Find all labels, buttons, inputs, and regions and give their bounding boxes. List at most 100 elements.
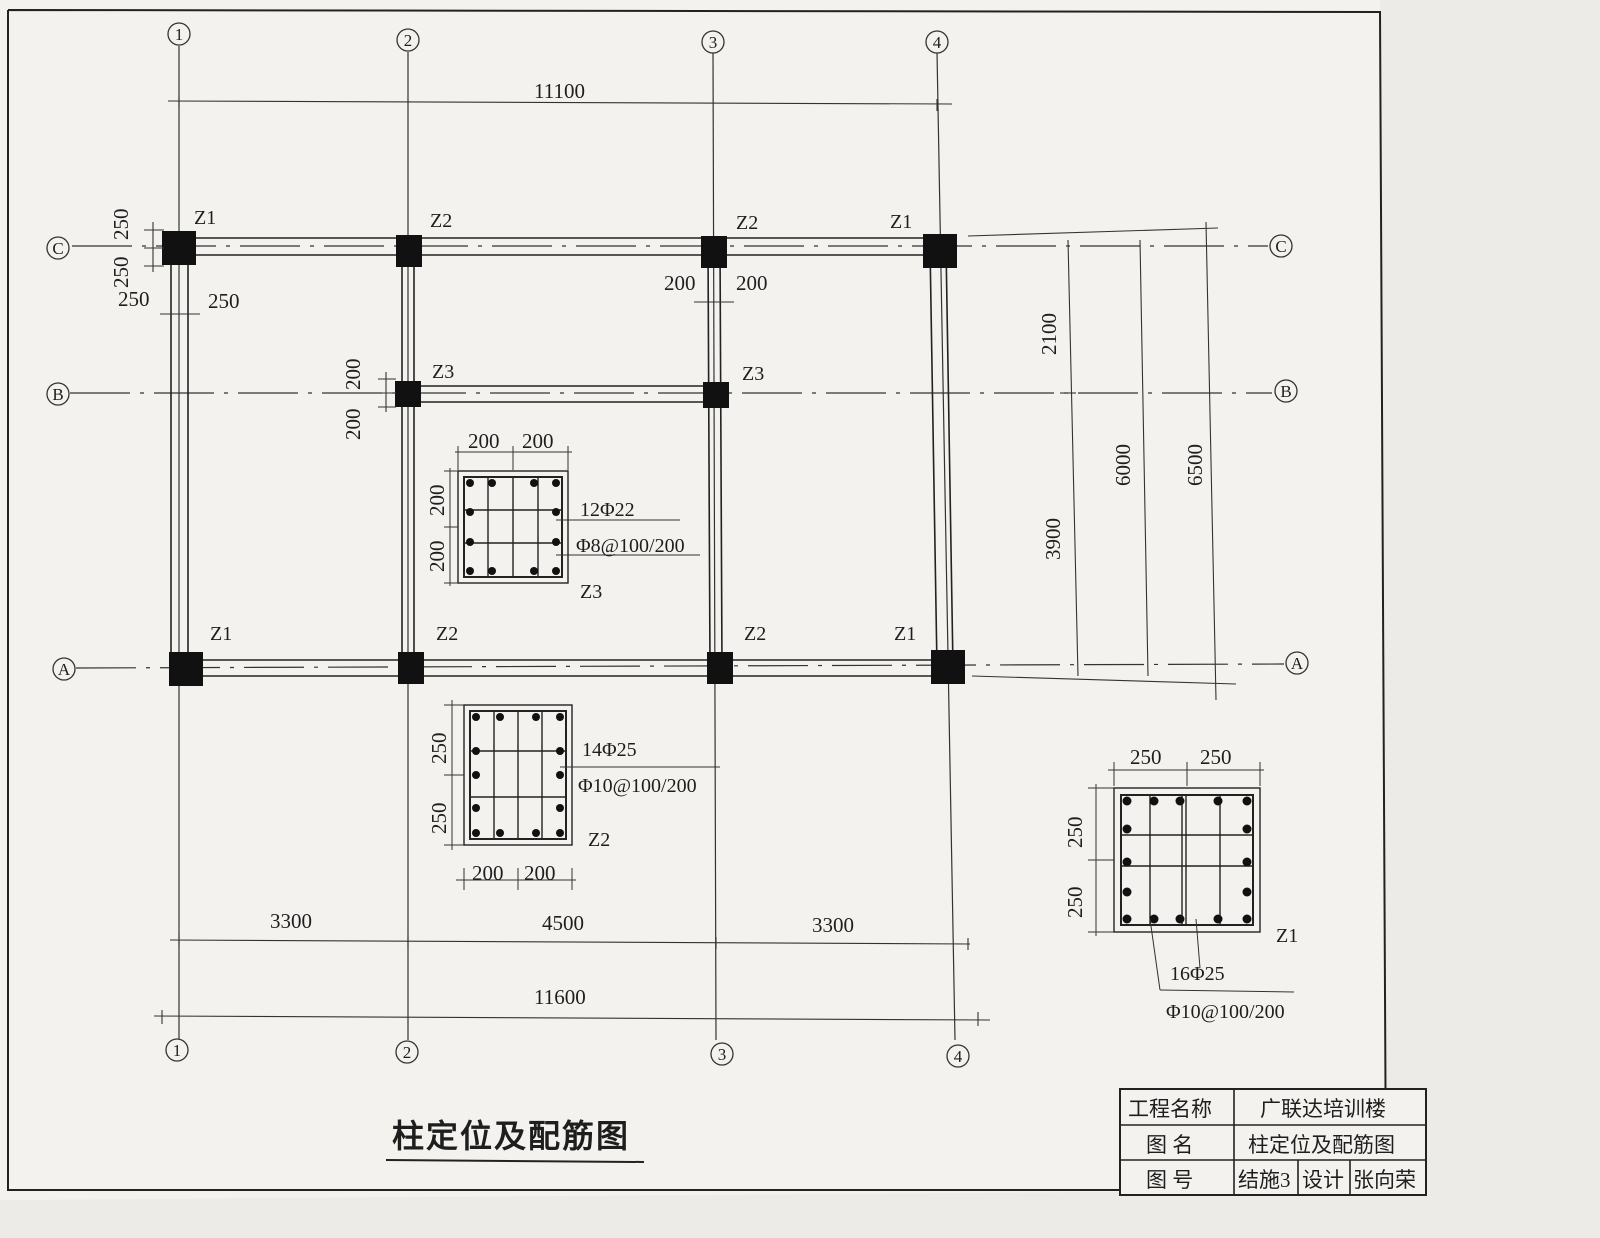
column-z1-a4 <box>931 650 965 684</box>
drawing-title: 柱定位及配筋图 <box>392 1118 630 1154</box>
z1-stirrup-spec: Φ10@100/200 <box>1166 1001 1285 1023</box>
axis-label-2-top: 2 <box>404 31 413 50</box>
z3-dim-side-2: 200 <box>425 541 449 573</box>
z2-dim-bottom-1: 200 <box>472 861 504 885</box>
column-z2-a2 <box>398 652 424 684</box>
dim-z1-offset-4: 250 <box>208 289 240 313</box>
axis-label-4-bottom: 4 <box>954 1047 963 1066</box>
z1-name: Z1 <box>1276 925 1298 947</box>
z3-stirrup-spec: Φ8@100/200 <box>576 535 685 557</box>
axis-label-c-right: C <box>1275 237 1286 256</box>
axis-label-b-right: B <box>1280 382 1291 401</box>
tb-drawing-name-value: 柱定位及配筋图 <box>1248 1133 1395 1157</box>
z3-bars <box>466 479 560 575</box>
label-a3: Z2 <box>744 623 766 645</box>
dim-z3-offset-2: 200 <box>341 409 365 441</box>
title-block-frame <box>1119 1088 1427 1196</box>
axis-line-4 <box>936 51 956 1041</box>
dim-span-1: 3300 <box>270 909 312 933</box>
z1-ties <box>1121 795 1253 925</box>
z1-dim-top-2: 250 <box>1200 745 1232 769</box>
z2-ties <box>470 711 566 839</box>
axis-label-2-bottom: 2 <box>403 1043 412 1062</box>
z2-dim-lines <box>444 700 720 890</box>
dim-right-6000: 6000 <box>1111 444 1135 486</box>
label-c2: Z2 <box>430 210 452 232</box>
z3-dim-top-1: 200 <box>468 429 500 453</box>
z2-main-bar: 14Φ25 <box>582 739 637 761</box>
z1-main-bar: 16Φ25 <box>1170 963 1225 985</box>
z2-stirrup-spec: Φ10@100/200 <box>578 775 697 797</box>
label-b2: Z3 <box>432 361 454 383</box>
dimension-lines <box>144 96 1237 1026</box>
section-detail-z2: 250 250 200 200 14Φ25 Φ10@100/200 Z2 <box>427 700 720 890</box>
label-a2: Z2 <box>436 623 458 645</box>
label-a1: Z1 <box>210 623 232 645</box>
dim-z1-offset-1: 250 <box>109 209 133 241</box>
title-block-grid <box>1120 1089 1426 1195</box>
z1-bars <box>1122 796 1252 924</box>
axis-label-4-top: 4 <box>933 33 942 52</box>
z3-main-bar: 12Φ22 <box>580 499 635 521</box>
column-z1-c1 <box>162 231 196 265</box>
axis-label-a-left: A <box>58 660 71 679</box>
label-c1: Z1 <box>194 207 216 229</box>
dim-right-2100: 2100 <box>1037 313 1061 355</box>
tb-project-value: 广联达培训楼 <box>1260 1097 1386 1121</box>
column-labels: Z1 Z2 Z2 Z1 Z3 Z3 Z1 Z2 Z2 Z1 <box>194 207 916 645</box>
z3-name: Z3 <box>580 581 602 603</box>
axis-label-3-top: 3 <box>709 33 718 52</box>
dim-span-2: 4500 <box>542 911 584 935</box>
axis-line-a <box>75 663 1285 669</box>
column-z3-b3 <box>703 382 729 408</box>
z3-dim-top-2: 200 <box>522 429 554 453</box>
tb-drawing-no-label: 图 号 <box>1146 1168 1193 1192</box>
tb-project-label: 工程名称 <box>1128 1097 1212 1121</box>
drawing-title-block: 柱定位及配筋图 <box>385 1118 645 1163</box>
label-c3: Z2 <box>736 212 758 234</box>
label-c4: Z1 <box>890 211 912 233</box>
title-underline <box>385 1159 645 1163</box>
column-z3-b2 <box>395 381 421 407</box>
axis-lines <box>70 46 1285 1041</box>
dim-z1-offset-3: 250 <box>118 287 150 311</box>
title-block: 工程名称 广联达培训楼 图 名 柱定位及配筋图 图 号 结施3 设计 张向荣 <box>1119 1088 1427 1196</box>
dimension-texts: 11100 3300 4500 3300 11600 2100 3900 600… <box>109 79 1207 1009</box>
axis-line-3 <box>712 51 717 1041</box>
z2-dim-bottom-2: 200 <box>524 861 556 885</box>
label-b3: Z3 <box>742 363 764 385</box>
dim-right-3900: 3900 <box>1041 518 1065 560</box>
axis-labels: 1 2 3 4 1 2 3 4 C B A C B A <box>52 25 1304 1066</box>
tb-designer-value: 张向荣 <box>1353 1168 1416 1192</box>
z1-dim-lines <box>1088 762 1295 993</box>
column-z2-c3 <box>701 236 727 268</box>
axis-label-1-top: 1 <box>175 25 184 44</box>
dim-z3-offset-1: 200 <box>341 359 365 391</box>
dim-right-6500: 6500 <box>1183 444 1207 486</box>
dim-top-total: 11100 <box>534 79 585 103</box>
column-z1-c4 <box>923 234 957 268</box>
dim-z2-offset-2: 200 <box>736 271 768 295</box>
axis-label-1-bottom: 1 <box>173 1041 182 1060</box>
tb-drawing-no-value: 结施3 <box>1238 1168 1291 1192</box>
dim-z1-offset-2: 250 <box>109 257 133 289</box>
z2-dim-side-1: 250 <box>427 733 451 765</box>
axis-label-b-left: B <box>52 385 63 404</box>
z2-bars <box>472 713 564 837</box>
section-detail-z3: 200 200 200 200 12Φ22 Φ8@100/200 Z3 <box>425 429 700 603</box>
z1-dim-side-1: 250 <box>1063 817 1087 849</box>
z1-dim-side-2: 250 <box>1063 887 1087 919</box>
drawing-sheet <box>0 0 1386 1200</box>
dim-z2-offset-1: 200 <box>664 271 696 295</box>
dim-bottom-total: 11600 <box>534 985 586 1009</box>
axis-label-a-right: A <box>1291 654 1304 673</box>
dim-span-3: 3300 <box>812 913 854 937</box>
z3-dim-lines <box>444 446 700 586</box>
axis-label-3-bottom: 3 <box>718 1045 727 1064</box>
z3-ties <box>464 477 562 577</box>
z3-dim-side-1: 200 <box>425 485 449 517</box>
beams <box>170 237 958 677</box>
column-z2-a3 <box>707 652 733 684</box>
axis-label-c-left: C <box>52 239 63 258</box>
